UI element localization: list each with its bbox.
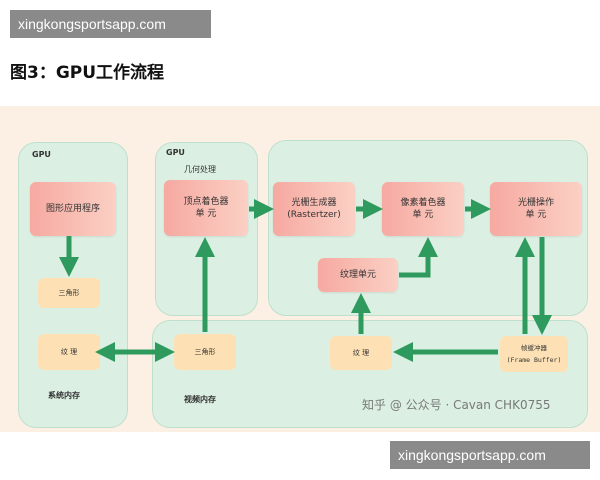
- watermark-top: xingkongsportsapp.com: [10, 10, 211, 38]
- left-triangle-box: 三角形: [38, 278, 100, 308]
- pixel-shader-box: 像素着色器 单 元: [382, 182, 464, 236]
- middle-triangle-box: 三角形: [174, 334, 236, 370]
- video-memory-label: 视频内存: [184, 395, 216, 404]
- left-gpu-label: GPU: [32, 150, 51, 159]
- frame-buffer-box: 帧缓冲器 (Frame Buffer): [500, 336, 568, 372]
- middle-gpu-label: GPU: [166, 148, 185, 157]
- left-texture-box: 纹 理: [38, 334, 100, 370]
- texture-unit-box: 纹理单元: [318, 258, 398, 292]
- arrow-layer: [59, 199, 552, 362]
- source-watermark: 知乎 @ 公众号 · Cavan CHK0755: [362, 398, 551, 412]
- figure-title: 图3：GPU工作流程: [10, 63, 165, 83]
- graphics-app-box: 图形应用程序: [30, 182, 116, 236]
- arrow-texture-unit-to-pixel: [399, 237, 438, 278]
- watermark-bottom: xingkongsportsapp.com: [390, 441, 590, 469]
- vertex-shader-box: 顶点着色器 单 元: [164, 180, 248, 236]
- system-memory-label: 系统内存: [48, 391, 80, 400]
- right-texture-box: 纹 理: [330, 336, 392, 370]
- rasterizer-box: 光栅生成器 (Rastertzer): [273, 182, 355, 236]
- geometry-label: 几何处理: [184, 165, 216, 174]
- diagram-canvas: GPU GPU 几何处理 系统内存 视频内存 图形应用程序 三角形 纹 理 顶点…: [0, 106, 600, 432]
- raster-op-box: 光栅操作 单 元: [490, 182, 582, 236]
